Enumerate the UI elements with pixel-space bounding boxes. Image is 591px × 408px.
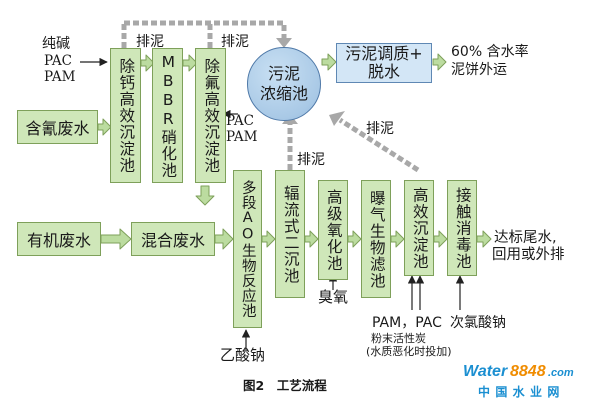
label-ozone: 臭氧 <box>318 288 349 306</box>
label-effluent-line-1: 达标尾水, <box>494 230 557 246</box>
node-organic-wastewater: 有机废水 <box>17 222 101 256</box>
node-label: 辐流式二沉池 <box>281 184 300 284</box>
label-sludge-discharge-2: 排泥 <box>221 34 249 50</box>
node-radial-secondary-clarifier: 辐流式二沉池 <box>275 170 305 298</box>
label-sludge-discharge-3: 排泥 <box>297 152 325 168</box>
flow-arrow-thickener-to-conditioning <box>321 53 337 71</box>
watermark-brand-a: Water <box>463 363 508 380</box>
label-activated-carbon-note-2: (水质恶化时投加) <box>366 345 452 358</box>
flow-arrow-oxidation-to-baf <box>347 230 362 248</box>
sludge-arrowhead-sedimentation <box>329 111 345 126</box>
label-cake-line-2: 泥饼外运 <box>451 62 507 78</box>
figure-caption: 图2 工艺流程 <box>243 378 327 393</box>
label-activated-carbon-note-1: 粉末活性炭 <box>371 332 426 345</box>
label-pac-1: PAC <box>44 53 72 69</box>
flow-arrow-mbbr-to-fluoride <box>182 54 198 72</box>
label-cake-line-1: 60% 含水率 <box>451 44 529 60</box>
flow-arrow-ao-to-clarifier <box>261 230 276 248</box>
label-pac-2: PAC <box>226 113 254 129</box>
node-mixed-wastewater: 混合废水 <box>131 222 215 256</box>
flow-arrow-sedimentation-to-disinfection <box>433 230 448 248</box>
watermark-cn: 中 国 水 业 网 <box>478 385 561 399</box>
watermark-brand-c: .com <box>548 367 574 379</box>
node-sludge-thickener: 污泥 浓缩池 <box>247 47 321 121</box>
node-calcium-removal-tank: 除钙高效沉淀池 <box>110 48 141 183</box>
flow-arrow-conditioning-to-cake <box>432 53 447 71</box>
node-label: 多段AO生物反应池 <box>239 180 256 318</box>
node-fluoride-removal-tank: 除氟高效沉淀池 <box>195 48 226 183</box>
node-contact-disinfection: 接触消毒池 <box>447 180 477 276</box>
node-sludge-conditioning: 污泥调质+ 脱水 <box>336 43 432 83</box>
label-effluent-line-2: 回用或外排 <box>492 247 565 263</box>
sludge-line-sedimentation <box>338 117 420 173</box>
node-label: 有机废水 <box>26 231 91 250</box>
flow-arrow-calcium-to-mbbr <box>140 54 155 72</box>
label-sodium-hypochlorite: 次氯酸钠 <box>450 315 506 331</box>
flow-arrow-mixed-to-ao <box>214 228 234 250</box>
label-sludge-discharge-1: 排泥 <box>136 34 164 50</box>
flow-arrow-clarifier-to-oxidation <box>304 230 319 248</box>
label-pam-1: PAM <box>44 69 76 85</box>
node-label: 高级氧化池 <box>324 188 343 272</box>
node-label: 混合废水 <box>140 231 205 250</box>
node-label: 高效沉淀池 <box>410 186 429 270</box>
flow-arrow-cyanide-to-calcium <box>97 118 112 136</box>
node-label-line: 脱水 <box>367 62 400 81</box>
node-label: 曝气生物滤池 <box>367 189 386 289</box>
flow-arrow-fluoride-down <box>195 185 215 206</box>
node-label: 除氟高效沉淀池 <box>202 57 221 174</box>
node-baf-filter: 曝气生物滤池 <box>361 180 391 298</box>
node-high-efficiency-sedimentation: 高效沉淀池 <box>404 180 434 276</box>
node-advanced-oxidation: 高级氧化池 <box>318 180 348 280</box>
flow-arrow-disinfection-out <box>476 230 492 248</box>
node-label: 含氰废水 <box>25 119 90 138</box>
label-pam-pac: PAM，PAC <box>372 315 442 331</box>
label-pam-2: PAM <box>226 129 258 145</box>
node-label: MBBR硝化池 <box>159 52 178 179</box>
sludge-arrowhead-top <box>276 38 292 48</box>
node-multistage-ao: 多段AO生物反应池 <box>233 170 262 328</box>
label-soda-ash: 纯碱 <box>42 36 70 52</box>
node-mbbr-nitrification: MBBR硝化池 <box>152 48 183 183</box>
node-label: 除钙高效沉淀池 <box>117 57 136 174</box>
node-label-line: 污泥调质+ <box>345 43 423 63</box>
label-sodium-acetate: 乙酸钠 <box>220 346 266 364</box>
node-label-line: 浓缩池 <box>259 84 308 103</box>
node-cyanide-wastewater: 含氰废水 <box>17 110 98 144</box>
label-sludge-discharge-4: 排泥 <box>366 121 394 137</box>
flow-arrow-organic-to-mixed <box>100 228 132 250</box>
node-label: 接触消毒池 <box>453 186 472 270</box>
node-label-line: 污泥 <box>267 64 300 83</box>
watermark-brand-b: 8848 <box>510 363 546 380</box>
flow-arrow-baf-to-sedimentation <box>390 230 405 248</box>
